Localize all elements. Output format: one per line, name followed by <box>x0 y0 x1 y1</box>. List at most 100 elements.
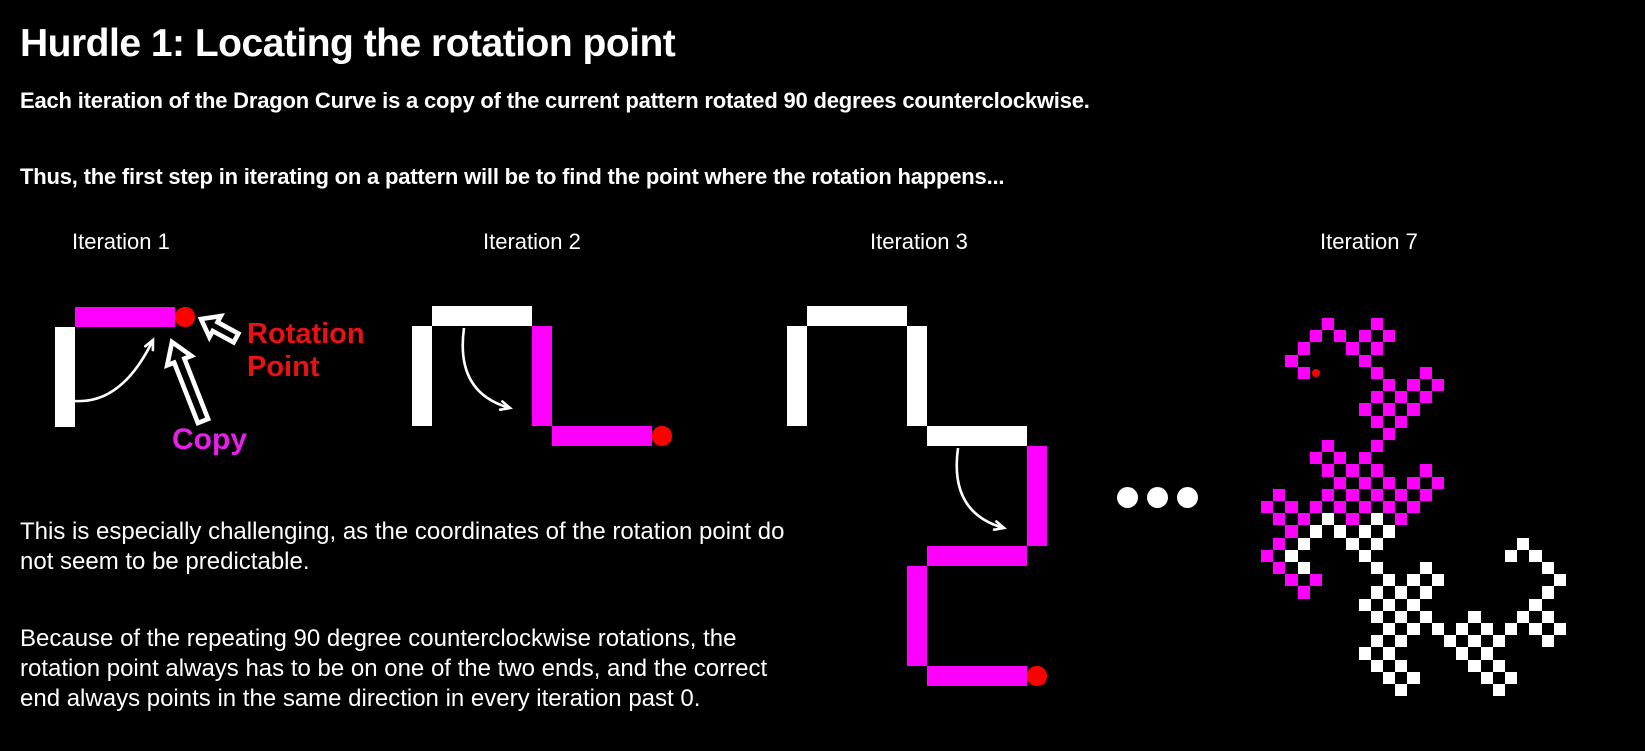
dragon-cell-white <box>1492 684 1505 697</box>
dragon-cell-magenta <box>1273 562 1286 575</box>
dragon-cell-white <box>1370 562 1383 575</box>
dragon-cell-magenta <box>1431 379 1444 392</box>
ellipsis-dot <box>1116 486 1138 508</box>
iteration-7-label: Iteration 7 <box>1320 229 1418 254</box>
dragon-cell-magenta <box>1407 403 1420 416</box>
dragon-cell-magenta <box>1383 427 1396 440</box>
dragon-cell-magenta <box>1273 537 1286 550</box>
dragon-segment-magenta <box>907 566 927 666</box>
dragon-cell-white <box>1370 586 1383 599</box>
body-p1-line-2: not seem to be predictable. <box>20 548 310 575</box>
dragon-cell-white <box>1358 647 1371 660</box>
dragon-segment-white <box>807 306 907 326</box>
dragon-cell-magenta <box>1285 501 1298 514</box>
dragon-cell-white <box>1492 659 1505 672</box>
dragon-cell-white <box>1419 610 1432 623</box>
dragon-cell-white <box>1395 659 1408 672</box>
dragon-cell-white <box>1370 537 1383 550</box>
dragon-cell-magenta <box>1322 464 1335 477</box>
dragon-segment-magenta <box>532 326 552 426</box>
dragon-segment-magenta <box>927 666 1027 686</box>
dragon-cell-white <box>1383 671 1396 684</box>
dragon-cell-magenta <box>1346 342 1359 355</box>
page-title: Hurdle 1: Locating the rotation point <box>20 22 676 65</box>
dragon-cell-magenta <box>1370 391 1383 404</box>
rotation-point-dot-iteration-2 <box>652 426 672 446</box>
dragon-cell-magenta <box>1383 379 1396 392</box>
dragon-segment-magenta <box>552 426 652 446</box>
dragon-cell-magenta <box>1334 452 1347 465</box>
rotation-point-dot-iteration-1 <box>175 307 195 327</box>
dragon-cell-white <box>1407 671 1420 684</box>
dragon-cell-white <box>1541 562 1554 575</box>
dragon-cell-magenta <box>1383 476 1396 489</box>
iteration-2-label: Iteration 2 <box>483 229 581 254</box>
rotation-curved-arrow <box>461 327 511 410</box>
dragon-cell-magenta <box>1309 330 1322 343</box>
rotation-point-label-line-1: Rotation <box>247 318 365 350</box>
dragon-cell-white <box>1505 623 1518 636</box>
dragon-cell-white <box>1553 623 1566 636</box>
dragon-cell-magenta <box>1383 501 1396 514</box>
rotation-curved-arrowhead <box>498 400 513 412</box>
dragon-segment-white <box>432 306 532 326</box>
dragon-cell-magenta <box>1358 354 1371 367</box>
dragon-segment-magenta <box>927 546 1027 566</box>
dragon-cell-white <box>1541 610 1554 623</box>
dragon-cell-magenta <box>1273 513 1286 526</box>
dragon-cell-magenta <box>1334 476 1347 489</box>
dragon-cell-magenta <box>1407 476 1420 489</box>
dragon-segment-white <box>927 426 1027 446</box>
dragon-cell-white <box>1444 635 1457 648</box>
dragon-cell-white <box>1529 598 1542 611</box>
dragon-cell-magenta <box>1309 452 1322 465</box>
dragon-cell-magenta <box>1322 488 1335 501</box>
dragon-cell-magenta <box>1346 513 1359 526</box>
dragon-cell-white <box>1395 635 1408 648</box>
dragon-cell-magenta <box>1370 342 1383 355</box>
iteration-3-label: Iteration 3 <box>870 229 968 254</box>
dragon-segment-magenta <box>75 307 175 327</box>
dragon-cell-white <box>1322 513 1335 526</box>
dragon-cell-white <box>1407 623 1420 636</box>
ellipsis-dot <box>1146 486 1168 508</box>
dragon-cell-magenta <box>1370 464 1383 477</box>
dragon-cell-magenta <box>1297 342 1310 355</box>
dragon-cell-white <box>1370 635 1383 648</box>
dragon-cell-magenta <box>1261 549 1274 562</box>
dragon-cell-magenta <box>1322 440 1335 453</box>
ellipsis-dot <box>1176 486 1198 508</box>
dragon-cell-white <box>1468 659 1481 672</box>
dragon-cell-white <box>1346 537 1359 550</box>
dragon-cell-white <box>1395 610 1408 623</box>
dragon-cell-white <box>1529 623 1542 636</box>
dragon-cell-magenta <box>1395 513 1408 526</box>
dragon-cell-white <box>1431 574 1444 587</box>
dragon-cell-white <box>1553 574 1566 587</box>
dragon-cell-white <box>1370 610 1383 623</box>
dragon-cell-magenta <box>1346 488 1359 501</box>
dragon-cell-magenta <box>1407 501 1420 514</box>
dragon-cell-magenta <box>1419 366 1432 379</box>
body-p1-line-1: This is especially challenging, as the c… <box>20 518 785 545</box>
dragon-cell-magenta <box>1383 403 1396 416</box>
dragon-segment-white <box>907 326 927 426</box>
dragon-cell-magenta <box>1334 330 1347 343</box>
dragon-cell-magenta <box>1383 330 1396 343</box>
dragon-cell-white <box>1395 586 1408 599</box>
dragon-cell-magenta <box>1322 318 1335 331</box>
dragon-cell-white <box>1407 598 1420 611</box>
dragon-cell-white <box>1419 586 1432 599</box>
dragon-cell-white <box>1492 635 1505 648</box>
dragon-cell-white <box>1480 623 1493 636</box>
dragon-cell-white <box>1383 525 1396 538</box>
body-p2-line-3: end always points in the same direction … <box>20 685 701 712</box>
dragon-segment-white <box>55 327 75 427</box>
dragon-cell-white <box>1517 610 1530 623</box>
dragon-cell-magenta <box>1358 403 1371 416</box>
dragon-cell-magenta <box>1419 464 1432 477</box>
dragon-cell-white <box>1297 537 1310 550</box>
dragon-cell-magenta <box>1370 415 1383 428</box>
dragon-cell-white <box>1468 635 1481 648</box>
subtitle-line-1: Each iteration of the Dragon Curve is a … <box>20 88 1090 113</box>
